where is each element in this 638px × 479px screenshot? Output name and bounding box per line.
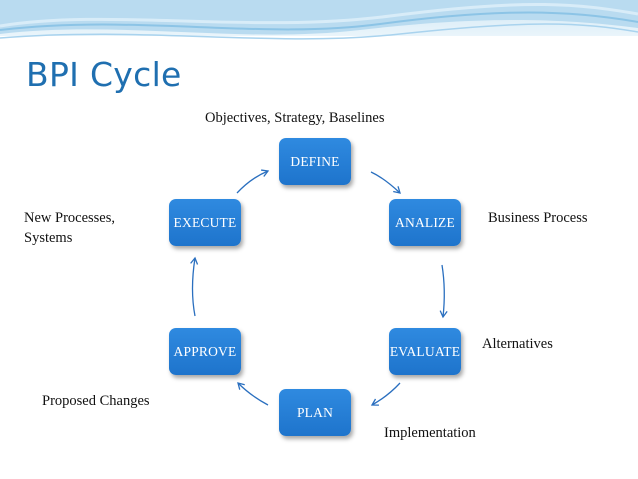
define-annotation: Objectives, Strategy, Baselines <box>205 110 385 126</box>
plan-annotation: Implementation <box>384 425 476 441</box>
execute-step-label: EXECUTE <box>173 214 237 230</box>
execute-annotation: New Processes, Systems <box>24 208 115 248</box>
plan-step-label: PLAN <box>296 404 334 420</box>
evaluate-step-label: EVALUATE <box>389 343 461 359</box>
approve-step-box: APPROVE <box>169 328 241 375</box>
arrow-approve-to-execute <box>190 256 199 317</box>
arrow-define-to-analize <box>370 171 401 194</box>
plan-step-box: PLAN <box>279 389 351 436</box>
analize-step-box: ANALIZE <box>389 199 461 246</box>
execute-step-box: EXECUTE <box>169 199 241 246</box>
analize-annotation: Business Process <box>488 210 588 226</box>
execute-annotation-line-1: New Processes, <box>24 210 116 226</box>
arrow-plan-to-approve <box>237 382 269 406</box>
evaluate-step-box: EVALUATE <box>389 328 461 375</box>
evaluate-annotation: Alternatives <box>482 336 553 352</box>
approve-step-label: APPROVE <box>173 343 237 359</box>
header-wave-decoration <box>0 0 638 40</box>
arrow-analize-to-evaluate <box>439 264 448 319</box>
define-step-box: DEFINE <box>279 138 351 185</box>
slide-title: BPI Cycle <box>26 55 182 94</box>
execute-annotation-line-2: Systems <box>24 230 73 246</box>
arrow-evaluate-to-plan <box>370 382 401 406</box>
define-step-label: DEFINE <box>290 153 340 169</box>
analize-step-label: ANALIZE <box>395 214 455 230</box>
arrow-execute-to-define <box>236 169 270 194</box>
approve-annotation: Proposed Changes <box>42 393 150 409</box>
